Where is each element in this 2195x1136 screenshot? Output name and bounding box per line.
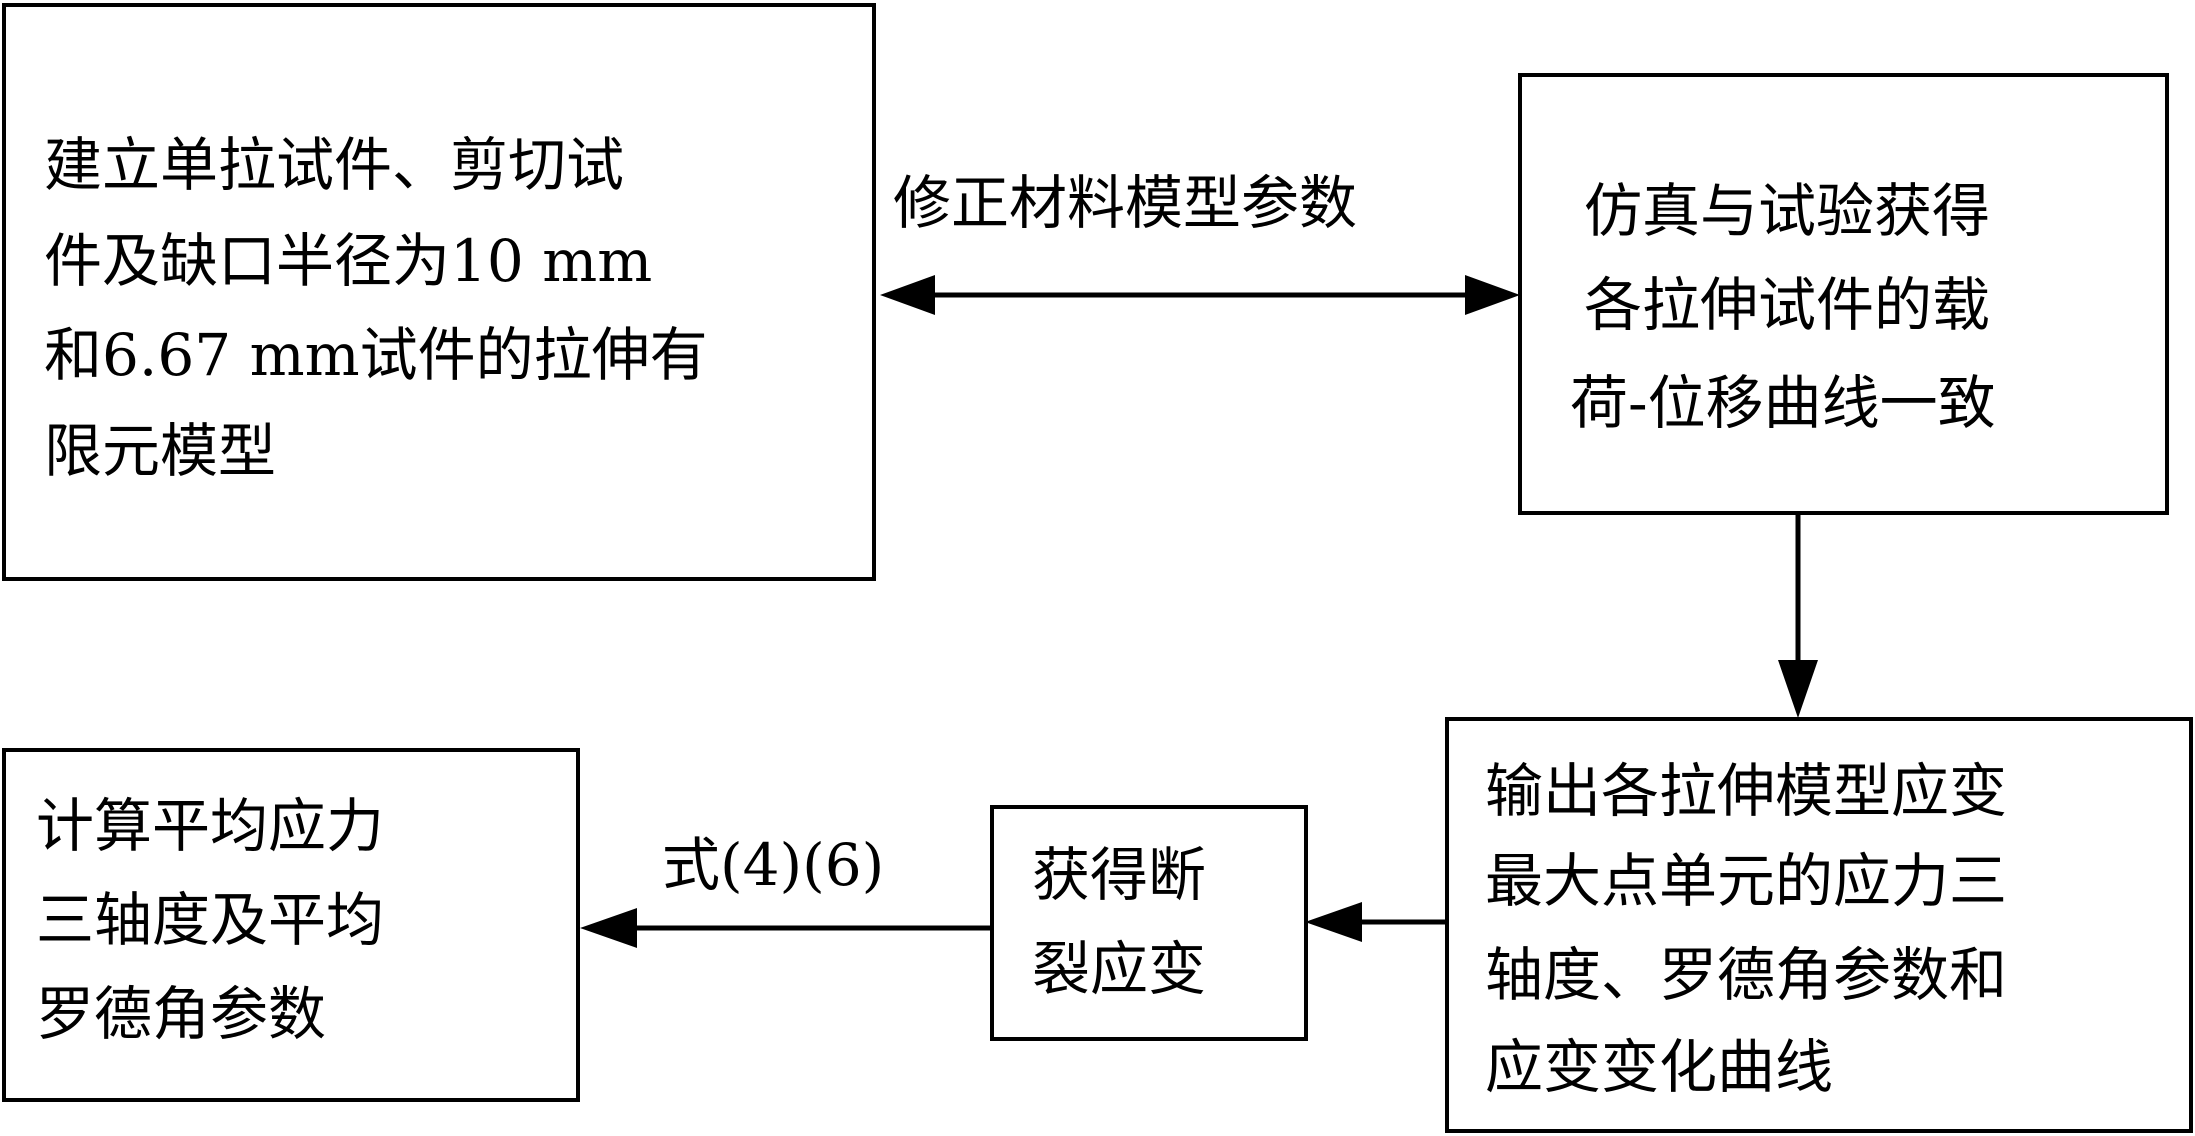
- node-text-line: 轴度、罗德角参数和: [1485, 941, 2008, 1009]
- arrowhead-right-icon: [1465, 275, 1520, 315]
- arrowhead-left-icon: [580, 908, 637, 948]
- node-text-line: 建立单拉试件、剪切试: [44, 131, 625, 199]
- edge-label-formula: 式(4)(6): [662, 831, 885, 899]
- edge-build-models-curves-match: [880, 275, 1520, 315]
- node-text-line: 裂应变: [1032, 935, 1207, 1003]
- node-output-curves: 输出各拉伸模型应变 最大点单元的应力三 轴度、罗德角参数和 应变变化曲线: [1445, 717, 2193, 1133]
- node-text-line: 仿真与试验获得: [1584, 177, 1991, 245]
- arrowhead-down-icon: [1778, 660, 1818, 718]
- node-text-line: 各拉伸试件的载: [1584, 271, 1991, 339]
- node-text-line: 最大点单元的应力三: [1485, 847, 2008, 915]
- node-text-line: 件及缺口半径为10 mm: [44, 227, 653, 295]
- node-text-line: 获得断: [1032, 841, 1207, 909]
- edge-fracture-strain-average-params: [580, 908, 992, 948]
- node-text-line: 罗德角参数: [36, 980, 327, 1048]
- node-text-line: 输出各拉伸模型应变: [1485, 757, 2008, 825]
- node-average-params: 计算平均应力 三轴度及平均 罗德角参数: [2, 748, 580, 1102]
- node-text-line: 限元模型: [44, 417, 277, 485]
- node-text-line: 计算平均应力: [36, 792, 385, 860]
- node-fracture-strain: 获得断 裂应变: [990, 805, 1308, 1041]
- node-text-line: 三轴度及平均: [36, 886, 385, 954]
- node-text-line: 和6.67 mm试件的拉伸有: [44, 321, 708, 389]
- node-text-line: 荷-位移曲线一致: [1570, 369, 1996, 437]
- edge-curves-match-output-curves: [1778, 514, 1818, 718]
- arrowhead-left-icon: [1305, 902, 1362, 942]
- node-build-models: 建立单拉试件、剪切试 件及缺口半径为10 mm 和6.67 mm试件的拉伸有 限…: [2, 3, 876, 581]
- arrowhead-left-icon: [880, 275, 935, 315]
- node-curves-match: 仿真与试验获得 各拉伸试件的载 荷-位移曲线一致: [1518, 73, 2169, 515]
- edge-label-modify-params: 修正材料模型参数: [893, 169, 1358, 237]
- edge-output-curves-fracture-strain: [1305, 902, 1447, 942]
- node-text-line: 应变变化曲线: [1485, 1033, 1834, 1101]
